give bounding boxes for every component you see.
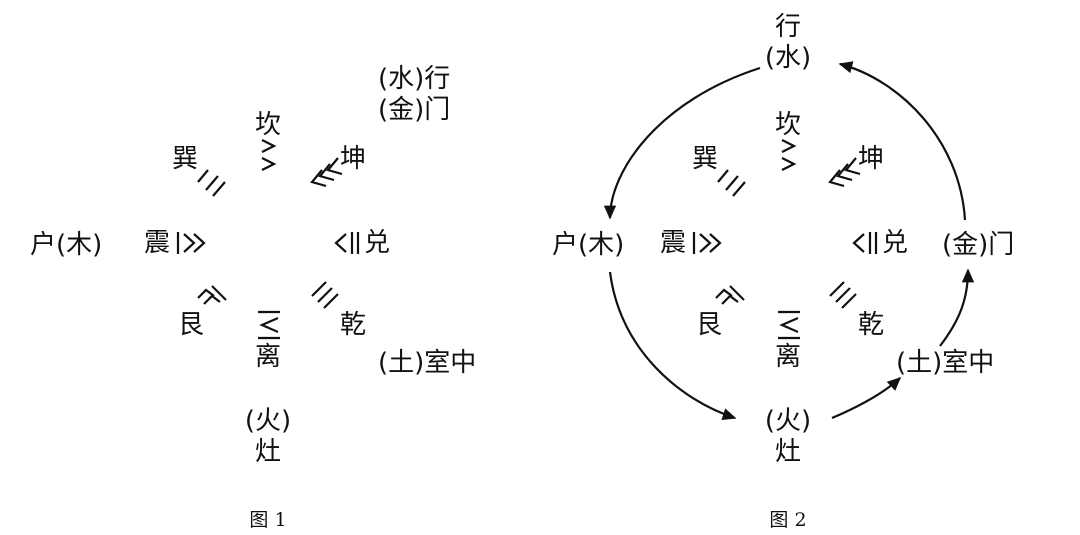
trigram-kun: 坤 <box>858 144 885 174</box>
trigram-li: 离 <box>254 342 282 372</box>
kun-mark-2 <box>318 163 335 182</box>
kan-mark-1 <box>781 139 797 153</box>
trigram-qian: 乾 <box>858 310 885 340</box>
dui-mark-1 <box>852 233 865 253</box>
zhen-mark-2 <box>699 233 712 253</box>
kan-mark-2 <box>261 157 277 171</box>
kun-mark-1 <box>828 169 845 188</box>
kun-mark-1 <box>310 169 327 188</box>
trigram-dui: 兑 <box>882 228 909 258</box>
wood-label: 户(木) <box>30 230 103 260</box>
xun-mark-3 <box>717 169 729 183</box>
gen-mark-2 <box>203 294 221 305</box>
zhen-mark-3 <box>193 233 206 253</box>
wood-label: 户(木) <box>552 230 625 260</box>
gen-mark-2 <box>721 294 739 305</box>
xun-mark-1 <box>725 175 739 191</box>
gen-mark-1 <box>197 288 215 299</box>
qian-mark-2 <box>317 287 333 303</box>
earth-label: (土)室中 <box>378 348 477 378</box>
trigram-gen: 艮 <box>696 310 723 340</box>
xun-mark-2 <box>732 181 746 197</box>
zhen-mark-2 <box>183 233 196 253</box>
trigram-marks-fig2 <box>603 61 975 421</box>
water-label: 行 (水) <box>764 12 812 74</box>
trigram-marks-fig1 <box>176 139 360 340</box>
gen-mark-1 <box>715 288 733 299</box>
metal-label: (金)门 <box>378 95 451 126</box>
xun-mark-1 <box>205 175 219 191</box>
xun-mark-2 <box>212 181 226 197</box>
trigram-kun: 坤 <box>340 144 367 174</box>
arc-water-to-wood <box>603 66 761 220</box>
qian-mark-3 <box>841 293 857 309</box>
kun-mark-2 <box>836 163 853 182</box>
trigram-kan: 坎 <box>774 110 802 140</box>
arc-fire-to-earth <box>831 376 902 420</box>
trigram-dui: 兑 <box>364 228 391 258</box>
zhen-mark-3 <box>709 233 722 253</box>
kun-mark-3 <box>326 157 343 176</box>
gen-mark-3 <box>211 285 227 301</box>
kun-mark-3 <box>844 157 861 176</box>
qian-mark-1 <box>311 281 327 297</box>
figure-caption: 图 2 <box>769 509 807 531</box>
earth-label: (土)室中 <box>896 348 995 378</box>
li-mark-2 <box>779 316 799 334</box>
trigram-zhen: 震 <box>144 228 171 258</box>
arc-metal-to-water <box>838 61 967 221</box>
trigram-kan: 坎 <box>254 110 282 140</box>
trigram-li: 离 <box>774 342 802 372</box>
trigram-qian: 乾 <box>340 310 367 340</box>
li-mark-2 <box>259 316 279 334</box>
xun-mark-3 <box>197 169 209 183</box>
qian-mark-2 <box>835 287 851 303</box>
fire-label: (火) 灶 <box>244 406 292 468</box>
trigram-xun: 巽 <box>172 144 199 174</box>
trigram-xun: 巽 <box>692 144 719 174</box>
figure-2: 行 (水) 坎 巽 坤 户(木) 震 兑 (金)门 艮 离 乾 (土)室中 (火… <box>540 0 1080 535</box>
kan-mark-1 <box>261 139 277 153</box>
trigram-gen: 艮 <box>178 310 205 340</box>
arc-wood-to-fire <box>608 271 737 421</box>
metal-label: (金)门 <box>942 230 1015 260</box>
fire-label: (火) 灶 <box>764 406 812 468</box>
qian-mark-3 <box>323 293 339 309</box>
figure-1: (水)行 (金)门 坎 巽 坤 户(木) 震 兑 艮 离 乾 (土)室中 (火)… <box>30 64 477 531</box>
figure-caption: 图 1 <box>249 509 287 531</box>
dui-mark-1 <box>334 233 347 253</box>
gen-mark-3 <box>729 285 745 301</box>
water-label: (水)行 (金)门 <box>378 64 451 126</box>
trigram-zhen: 震 <box>660 228 687 258</box>
arc-earth-to-metal <box>939 268 975 347</box>
qian-mark-1 <box>829 281 845 297</box>
kan-mark-2 <box>781 157 797 171</box>
